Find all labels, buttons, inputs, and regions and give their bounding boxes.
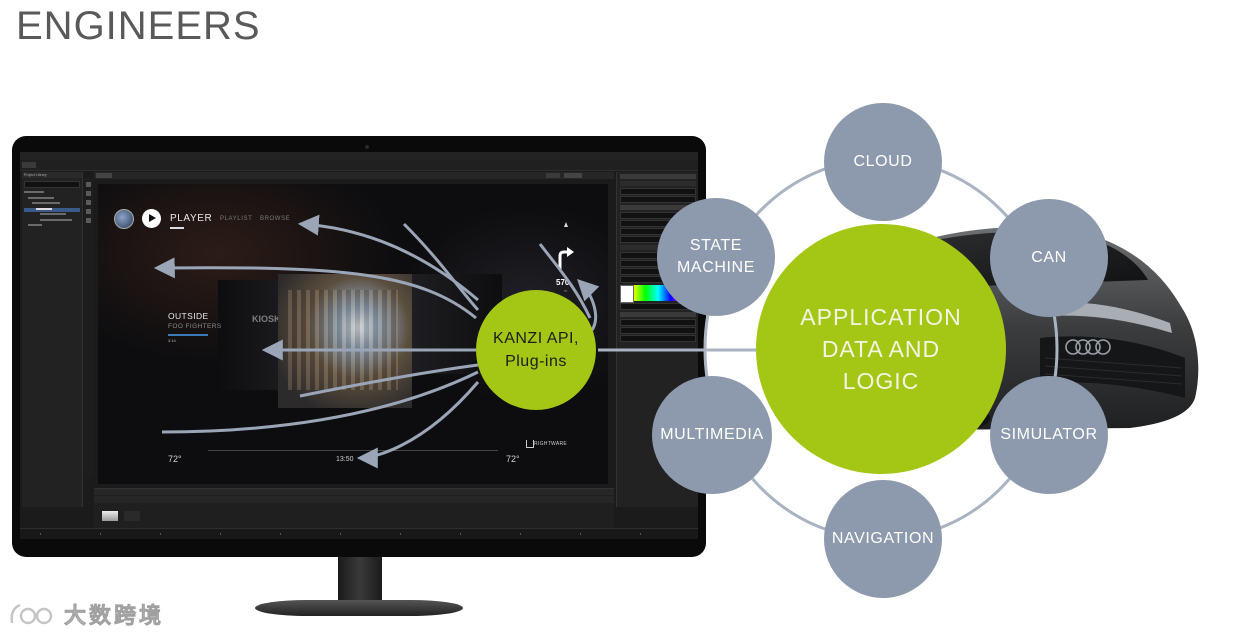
tab-project[interactable]: Project <box>24 173 35 177</box>
preview-zoom-button[interactable] <box>564 173 582 178</box>
tool-camera-icon[interactable] <box>86 218 91 223</box>
node-simulator: SIMULATOR <box>990 376 1108 494</box>
monitor-stand <box>338 557 382 603</box>
tool-scale-icon[interactable] <box>86 209 91 214</box>
tree-item[interactable] <box>24 197 80 202</box>
tree-item[interactable] <box>24 191 80 196</box>
nav-player-underline <box>170 227 184 229</box>
album-cover[interactable] <box>278 274 412 408</box>
tree-item[interactable] <box>24 219 80 224</box>
node-can-label: CAN <box>1031 247 1067 269</box>
north-arrow-icon <box>564 222 568 227</box>
tool-move-icon[interactable] <box>86 191 91 196</box>
status-divider <box>208 450 498 451</box>
toolbar-tab[interactable] <box>22 162 36 168</box>
temperature-left: 72° <box>168 454 182 464</box>
tree-item[interactable] <box>24 202 80 207</box>
tool-icon-strip <box>84 178 93 478</box>
tool-rotate-icon[interactable] <box>86 200 91 205</box>
property-field[interactable] <box>620 319 696 326</box>
watermark-logo-icon <box>8 599 58 629</box>
tree-item[interactable] <box>24 213 80 218</box>
watermark: 大数跨境 <box>8 598 164 630</box>
song-progress-bar[interactable] <box>168 334 208 336</box>
nav-player[interactable]: PLAYER <box>170 213 212 224</box>
rightware-logo-icon <box>526 440 534 448</box>
node-state-machine-line1: STATE <box>690 237 742 254</box>
tool-select-icon[interactable] <box>86 182 91 187</box>
brand-label: RIGHTWARE <box>534 441 567 447</box>
property-field[interactable] <box>620 196 696 203</box>
node-cloud-label: CLOUD <box>853 151 912 173</box>
temperature-right: 72° <box>506 454 520 464</box>
hub-line1: APPLICATION <box>800 304 961 330</box>
watermark-text: 大数跨境 <box>64 598 164 630</box>
preview-toolbar <box>94 172 614 179</box>
preview-tab[interactable] <box>96 173 112 178</box>
album-ghost-left <box>218 280 278 390</box>
properties-tabs[interactable] <box>620 174 696 179</box>
node-state-machine-line2: MACHINE <box>677 259 755 276</box>
tab-library[interactable]: Library <box>36 173 47 177</box>
project-search-input[interactable] <box>24 181 80 188</box>
preview-mode-button[interactable] <box>546 173 560 178</box>
album-ghost-text: KIOSK <box>252 314 281 324</box>
asset-panel <box>94 488 614 529</box>
editor-toolbar <box>20 160 698 171</box>
project-panel-tabs: Project Library <box>22 172 82 178</box>
property-field[interactable] <box>620 335 696 342</box>
monitor-base <box>255 600 463 616</box>
project-panel: Project Library <box>22 172 83 507</box>
node-cloud: CLOUD <box>824 103 942 221</box>
asset-panel-toolbar[interactable] <box>94 496 614 503</box>
hub-line2: DATA AND <box>822 336 940 362</box>
song-title: OUTSIDE <box>168 311 209 321</box>
hub-line3: LOGIC <box>843 368 920 394</box>
nav-distance-unit: m <box>564 288 567 293</box>
song-time: 3:14 <box>168 338 176 343</box>
node-simulator-label: SIMULATOR <box>1000 424 1097 446</box>
kanzi-api-circle: KANZI API, Plug-ins <box>476 290 596 410</box>
asset-panel-tabs <box>94 489 614 495</box>
nav-playlist[interactable]: PLAYLIST <box>220 216 252 222</box>
editor-screen: File Edit Project Create Window Help Pro… <box>20 152 698 539</box>
property-field[interactable] <box>620 188 696 195</box>
monitor-camera <box>365 145 369 149</box>
property-section <box>620 312 696 317</box>
property-row <box>620 181 696 186</box>
turn-right-icon <box>556 244 576 270</box>
property-field[interactable] <box>620 327 696 334</box>
node-multimedia: MULTIMEDIA <box>652 376 772 494</box>
node-navigation-label: NAVIGATION <box>832 528 934 550</box>
song-artist: FOO FIGHTERS <box>168 323 222 330</box>
clock: 13:50 <box>336 456 354 463</box>
monitor: File Edit Project Create Window Help Pro… <box>12 136 706 557</box>
node-can: CAN <box>990 199 1108 317</box>
node-multimedia-label: MULTIMEDIA <box>660 424 763 446</box>
hub-label: APPLICATION DATA AND LOGIC <box>800 301 961 398</box>
kanzi-line1: KANZI API, <box>493 330 579 347</box>
tree-item-selected[interactable] <box>24 208 80 213</box>
asset-thumbnail[interactable] <box>124 511 140 521</box>
nav-distance: 570 <box>556 278 569 287</box>
kanzi-line2: Plug-ins <box>505 353 567 370</box>
slide-title: ENGINEERS <box>16 4 261 49</box>
avatar[interactable] <box>114 209 134 229</box>
node-state-machine-label: STATE MACHINE <box>677 235 755 278</box>
node-navigation: NAVIGATION <box>824 480 942 598</box>
asset-thumbnail[interactable] <box>102 511 118 521</box>
tree-item[interactable] <box>24 224 80 229</box>
kanzi-label: KANZI API, Plug-ins <box>493 327 579 373</box>
color-swatch[interactable] <box>620 285 634 303</box>
timeline[interactable] <box>20 528 698 539</box>
editor-menu-bar: File Edit Project Create Window Help <box>20 152 698 160</box>
hub-application-data-logic: APPLICATION DATA AND LOGIC <box>756 224 1006 474</box>
play-button[interactable] <box>142 209 161 228</box>
nav-browse[interactable]: BROWSE <box>260 216 290 222</box>
node-state-machine: STATE MACHINE <box>657 198 775 316</box>
